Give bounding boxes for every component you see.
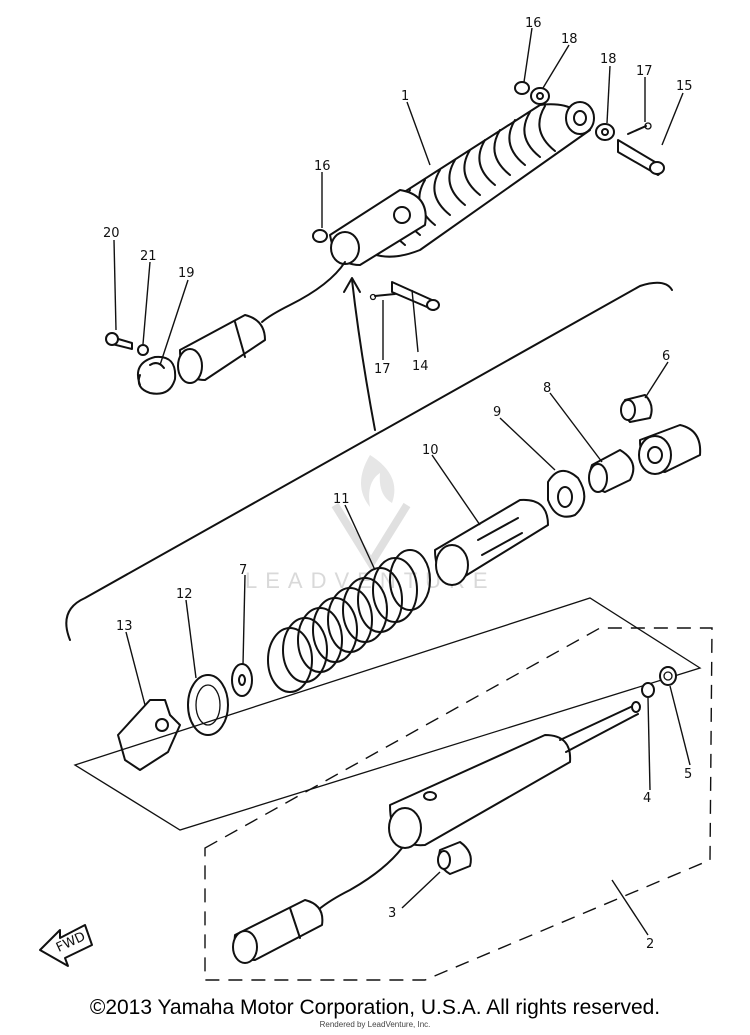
spring-seat-upper	[547, 470, 586, 518]
shock-absorber-assembly	[177, 101, 595, 384]
damper-eye	[620, 394, 702, 475]
callout-6: 6	[662, 349, 670, 364]
callout-11: 11	[333, 492, 350, 507]
adjuster	[117, 699, 181, 771]
spring	[267, 549, 431, 693]
copyright-notice: ©2013 Yamaha Motor Corporation, U.S.A. A…	[89, 996, 661, 1019]
bump-rubber	[588, 449, 635, 493]
callout-13: 13	[116, 619, 133, 634]
damper-seal	[659, 666, 677, 686]
callout-21: 21	[140, 249, 157, 264]
damper-washer	[641, 682, 655, 698]
callout-16-mid: 16	[314, 159, 331, 174]
callout-19: 19	[178, 266, 195, 281]
rendered-by-credit: Rendered by LeadVenture, Inc.	[319, 1020, 431, 1029]
callout-numbers: 1 16 18 18 17 15 16 20 21 19 17 14 6 8 9…	[103, 16, 693, 952]
callout-3: 3	[388, 906, 396, 921]
group-bracket	[65, 281, 673, 641]
watermark-logo	[331, 455, 411, 571]
assembly-arrow	[351, 279, 376, 431]
damper-body	[232, 701, 641, 964]
callout-20: 20	[103, 226, 120, 241]
callout-18-right: 18	[600, 52, 617, 67]
callout-2: 2	[646, 937, 654, 952]
callout-8: 8	[543, 381, 551, 396]
upper-hardware	[105, 81, 665, 395]
callout-5: 5	[684, 767, 692, 782]
callout-9: 9	[493, 405, 501, 420]
callout-15: 15	[676, 79, 693, 94]
fwd-arrow-icon	[39, 924, 93, 967]
leader-lines	[113, 27, 691, 936]
spring-guide	[434, 498, 549, 586]
callout-17-mid: 17	[374, 362, 391, 377]
damper-seal-inner	[663, 671, 673, 681]
callout-14: 14	[412, 359, 429, 374]
callout-1: 1	[401, 89, 409, 104]
callout-16-top: 16	[525, 16, 542, 31]
callout-18-left: 18	[561, 32, 578, 47]
callout-10: 10	[422, 443, 439, 458]
callout-7: 7	[239, 563, 247, 578]
spring-seat-lower-inner	[195, 684, 221, 726]
callout-17-top: 17	[636, 64, 653, 79]
damper-group-outline	[73, 597, 702, 831]
callout-4: 4	[643, 791, 651, 806]
washer-hole	[238, 674, 246, 686]
spring-seat-lower	[187, 674, 229, 736]
lower-bushing-end	[437, 850, 451, 870]
assembly-arrowhead	[343, 277, 361, 293]
callout-12: 12	[176, 587, 193, 602]
